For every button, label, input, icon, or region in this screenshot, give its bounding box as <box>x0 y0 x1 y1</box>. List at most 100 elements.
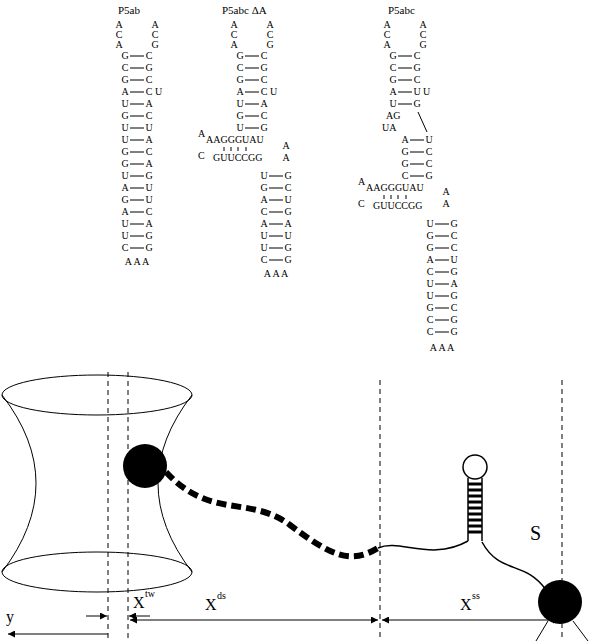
base-pair-bond <box>398 56 412 57</box>
base-letters: G C G A U G U <box>236 50 244 134</box>
base-pair-bond <box>130 212 144 213</box>
base-pair-bond <box>384 195 385 199</box>
base-letters: G C C U G A G C G G <box>450 218 458 338</box>
base-letters: UA <box>382 122 396 134</box>
base-letters: A G G C <box>401 134 409 182</box>
structure-label: S <box>530 522 541 545</box>
hairpin-stripe <box>468 531 482 534</box>
base-pair-bond <box>269 248 283 249</box>
base-pair-bond <box>410 140 424 141</box>
base-pair-bond <box>130 80 144 81</box>
base-pair-bond <box>130 152 144 153</box>
base-letters: U <box>270 86 277 98</box>
base-pair-bond <box>130 248 144 249</box>
base-letters: U G A C A U U C <box>260 170 268 266</box>
base-pair-bond <box>398 104 412 105</box>
base-pair-bond <box>398 68 412 69</box>
dimension-arrow <box>8 616 560 634</box>
base-letters: A C A <box>383 20 391 50</box>
base-letters: U G G A C U U G C C <box>426 218 434 338</box>
base-pair-bond <box>269 260 283 261</box>
base-pair-bond <box>435 224 449 225</box>
backbone <box>418 112 427 132</box>
base-pair-bonds <box>130 56 449 332</box>
base-letters: A C G <box>151 20 159 50</box>
base-letters: G C U G A U G G <box>284 170 292 266</box>
base-pair-bond <box>245 56 259 57</box>
hairpin-stripe <box>468 513 482 516</box>
base-pair-bond <box>398 80 412 81</box>
base-letters: A <box>198 128 205 140</box>
base-pair-bond <box>245 104 259 105</box>
hairpin-stripe <box>468 495 482 498</box>
ss-rna <box>378 541 468 550</box>
base-pair-bond <box>245 92 259 93</box>
base-letters: C <box>358 198 365 210</box>
base-letters: A A A <box>125 256 149 268</box>
base-pair-bond <box>435 332 449 333</box>
ss-rna <box>482 542 546 590</box>
base-pair-bond <box>245 128 259 129</box>
base-pair-bond <box>245 68 259 69</box>
base-pair-bond <box>245 80 259 81</box>
base-letters: A A <box>442 186 450 210</box>
dimension-subscript: tw <box>145 588 155 600</box>
axis-label: y <box>6 608 14 626</box>
base-pair-bond <box>269 200 283 201</box>
base-pair-bond <box>410 176 424 177</box>
dimension-subscript: ds <box>217 590 226 602</box>
base-letters: AAGGGUAU <box>366 182 424 194</box>
base-pair-bond <box>435 308 449 309</box>
base-pair-bond <box>398 92 412 93</box>
base-pair-bond <box>130 92 144 93</box>
base-pair-bond <box>269 188 283 189</box>
base-pair-bond <box>238 147 239 151</box>
base-pair-bond <box>245 116 259 117</box>
base-pair-bond <box>435 272 449 273</box>
ds-handle <box>166 472 378 556</box>
hairpin-stripe <box>468 525 482 528</box>
base-pair-bond <box>406 195 407 199</box>
base-pair-bond <box>391 195 392 199</box>
base-letters: G C G A U G U U G G U A G A U U C <box>121 50 129 254</box>
base-letters: A A <box>282 140 290 164</box>
base-pair-bond <box>435 296 449 297</box>
base-pair-bond <box>410 152 424 153</box>
trapped-bead <box>123 444 167 488</box>
base-pair-bond <box>435 320 449 321</box>
optical-trap <box>2 375 192 592</box>
base-letters: A C A <box>115 20 123 50</box>
base-letters: AAGGGUAU <box>206 134 264 146</box>
base-pair-bond <box>130 140 144 141</box>
base-letters: U <box>423 86 430 98</box>
base-pair-bond <box>410 164 424 165</box>
structure-title: P5abc ΔA <box>222 4 267 17</box>
base-letters: C G C C A C U A C A G U U C A G G <box>145 50 153 254</box>
base-pair-bond <box>246 147 247 151</box>
base-pair-bond <box>130 164 144 165</box>
base-letters: G C G A U <box>389 50 397 110</box>
dimension-label: X <box>133 594 145 612</box>
hairpin-stripe <box>468 501 482 504</box>
base-letters: A A A <box>264 268 288 280</box>
dimension-subscript: ss <box>472 590 480 602</box>
base-letters: GUUCCGG <box>213 152 262 164</box>
base-pair-bond <box>130 176 144 177</box>
base-letters: C <box>198 150 205 162</box>
base-pair-bond <box>130 56 144 57</box>
base-pair-bond <box>130 236 144 237</box>
base-letters: C G C C A C G <box>260 50 268 134</box>
base-pair-bond <box>231 147 232 151</box>
hairpin-stripe <box>468 489 482 492</box>
base-pair-bond <box>130 128 144 129</box>
base-letters: A C G <box>266 20 274 50</box>
base-pair-bond <box>130 116 144 117</box>
structure-title: P5ab <box>118 4 140 17</box>
base-pair-bond <box>269 212 283 213</box>
base-pair-bond <box>130 104 144 105</box>
reference-line <box>108 372 562 641</box>
hairpin-stripes <box>468 484 482 532</box>
dimension-label: X <box>460 596 472 614</box>
base-letters: U C C G <box>425 134 433 182</box>
